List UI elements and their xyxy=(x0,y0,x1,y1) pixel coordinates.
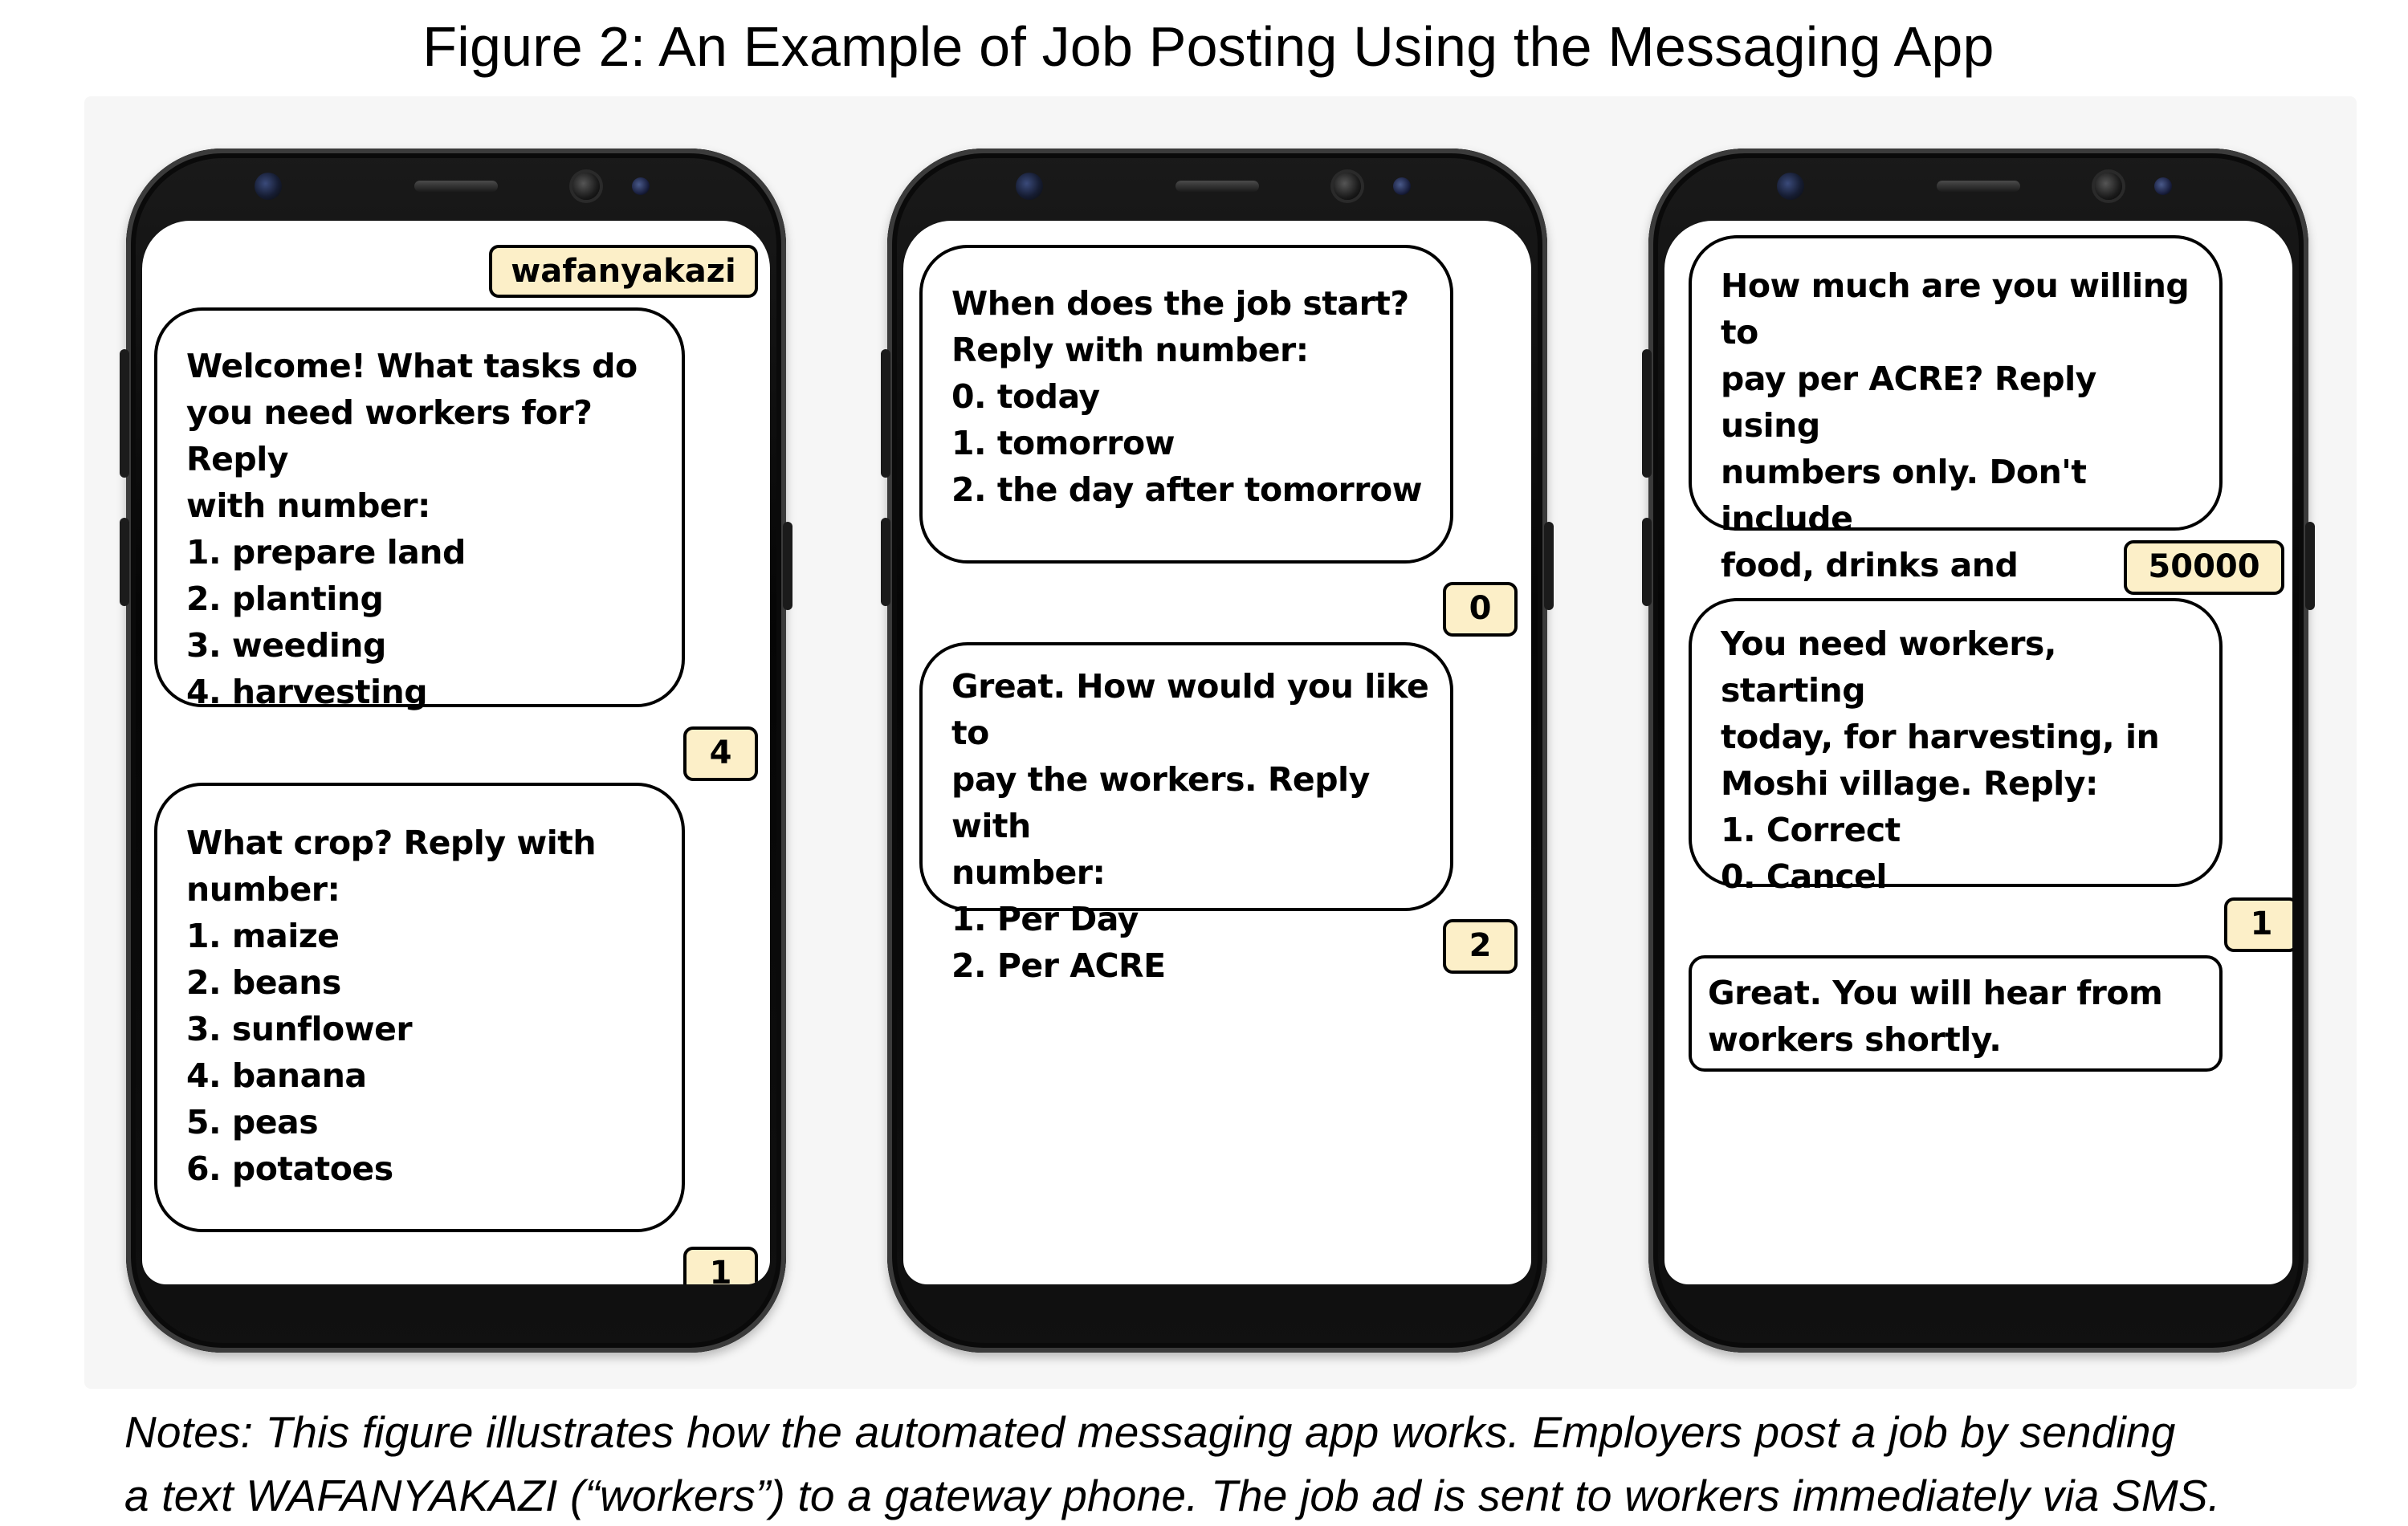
figure-notes: Notes: This figure illustrates how the a… xyxy=(124,1401,2389,1526)
user-message: 2 xyxy=(1443,919,1518,974)
phone-2: When does the job start? Reply with numb… xyxy=(881,149,1554,1353)
sensor-icon xyxy=(1334,173,1361,200)
app-message: You need workers, starting today, for ha… xyxy=(1689,598,2223,896)
power-button xyxy=(783,522,792,610)
phone-screen: When does the job start? Reply with numb… xyxy=(903,221,1531,1284)
app-message: Great. You will hear from workers shortl… xyxy=(1689,955,2223,1072)
app-message: What crop? Reply with number: 1. maize 2… xyxy=(154,783,685,1232)
phone-3: How much are you willing to pay per ACRE… xyxy=(1642,149,2315,1353)
volume-up-button xyxy=(120,349,129,478)
earpiece-speaker xyxy=(414,181,498,192)
user-message: 50000 xyxy=(2124,540,2284,595)
app-message: How much are you willing to pay per ACRE… xyxy=(1689,235,2223,631)
user-message: wafanyakazi xyxy=(489,245,758,298)
power-button xyxy=(1544,522,1554,610)
notes-line: a text WAFANYAKAZI (“workers”) to a gate… xyxy=(124,1471,2221,1520)
front-camera-icon xyxy=(1777,173,1804,200)
phone-1: wafanyakazi Welcome! What tasks do you n… xyxy=(120,149,792,1353)
sensor-icon xyxy=(2154,177,2172,195)
user-message: 1 xyxy=(683,1247,758,1284)
sensor-icon xyxy=(1393,177,1411,195)
notes-line: Notes: This figure illustrates how the a… xyxy=(124,1407,2176,1457)
sensor-icon xyxy=(2095,173,2122,200)
app-message: Great. How would you like to pay the wor… xyxy=(919,642,1453,985)
volume-down-button xyxy=(881,518,890,606)
app-message: When does the job start? Reply with numb… xyxy=(919,245,1453,564)
user-message: 0 xyxy=(1443,582,1518,637)
phone-screen: How much are you willing to pay per ACRE… xyxy=(1664,221,2292,1284)
volume-down-button xyxy=(1642,518,1652,606)
volume-up-button xyxy=(881,349,890,478)
sensor-icon xyxy=(572,173,600,200)
user-message: 4 xyxy=(683,726,758,781)
earpiece-speaker xyxy=(1937,181,2020,192)
earpiece-speaker xyxy=(1175,181,1259,192)
volume-up-button xyxy=(1642,349,1652,478)
front-camera-icon xyxy=(255,173,282,200)
power-button xyxy=(2305,522,2315,610)
sensor-icon xyxy=(632,177,650,195)
app-message: Welcome! What tasks do you need workers … xyxy=(154,307,685,711)
user-message: 1 xyxy=(2224,897,2292,952)
phone-screen: wafanyakazi Welcome! What tasks do you n… xyxy=(142,221,770,1284)
front-camera-icon xyxy=(1016,173,1043,200)
volume-down-button xyxy=(120,518,129,606)
figure-title: Figure 2: An Example of Job Posting Usin… xyxy=(422,15,1994,78)
